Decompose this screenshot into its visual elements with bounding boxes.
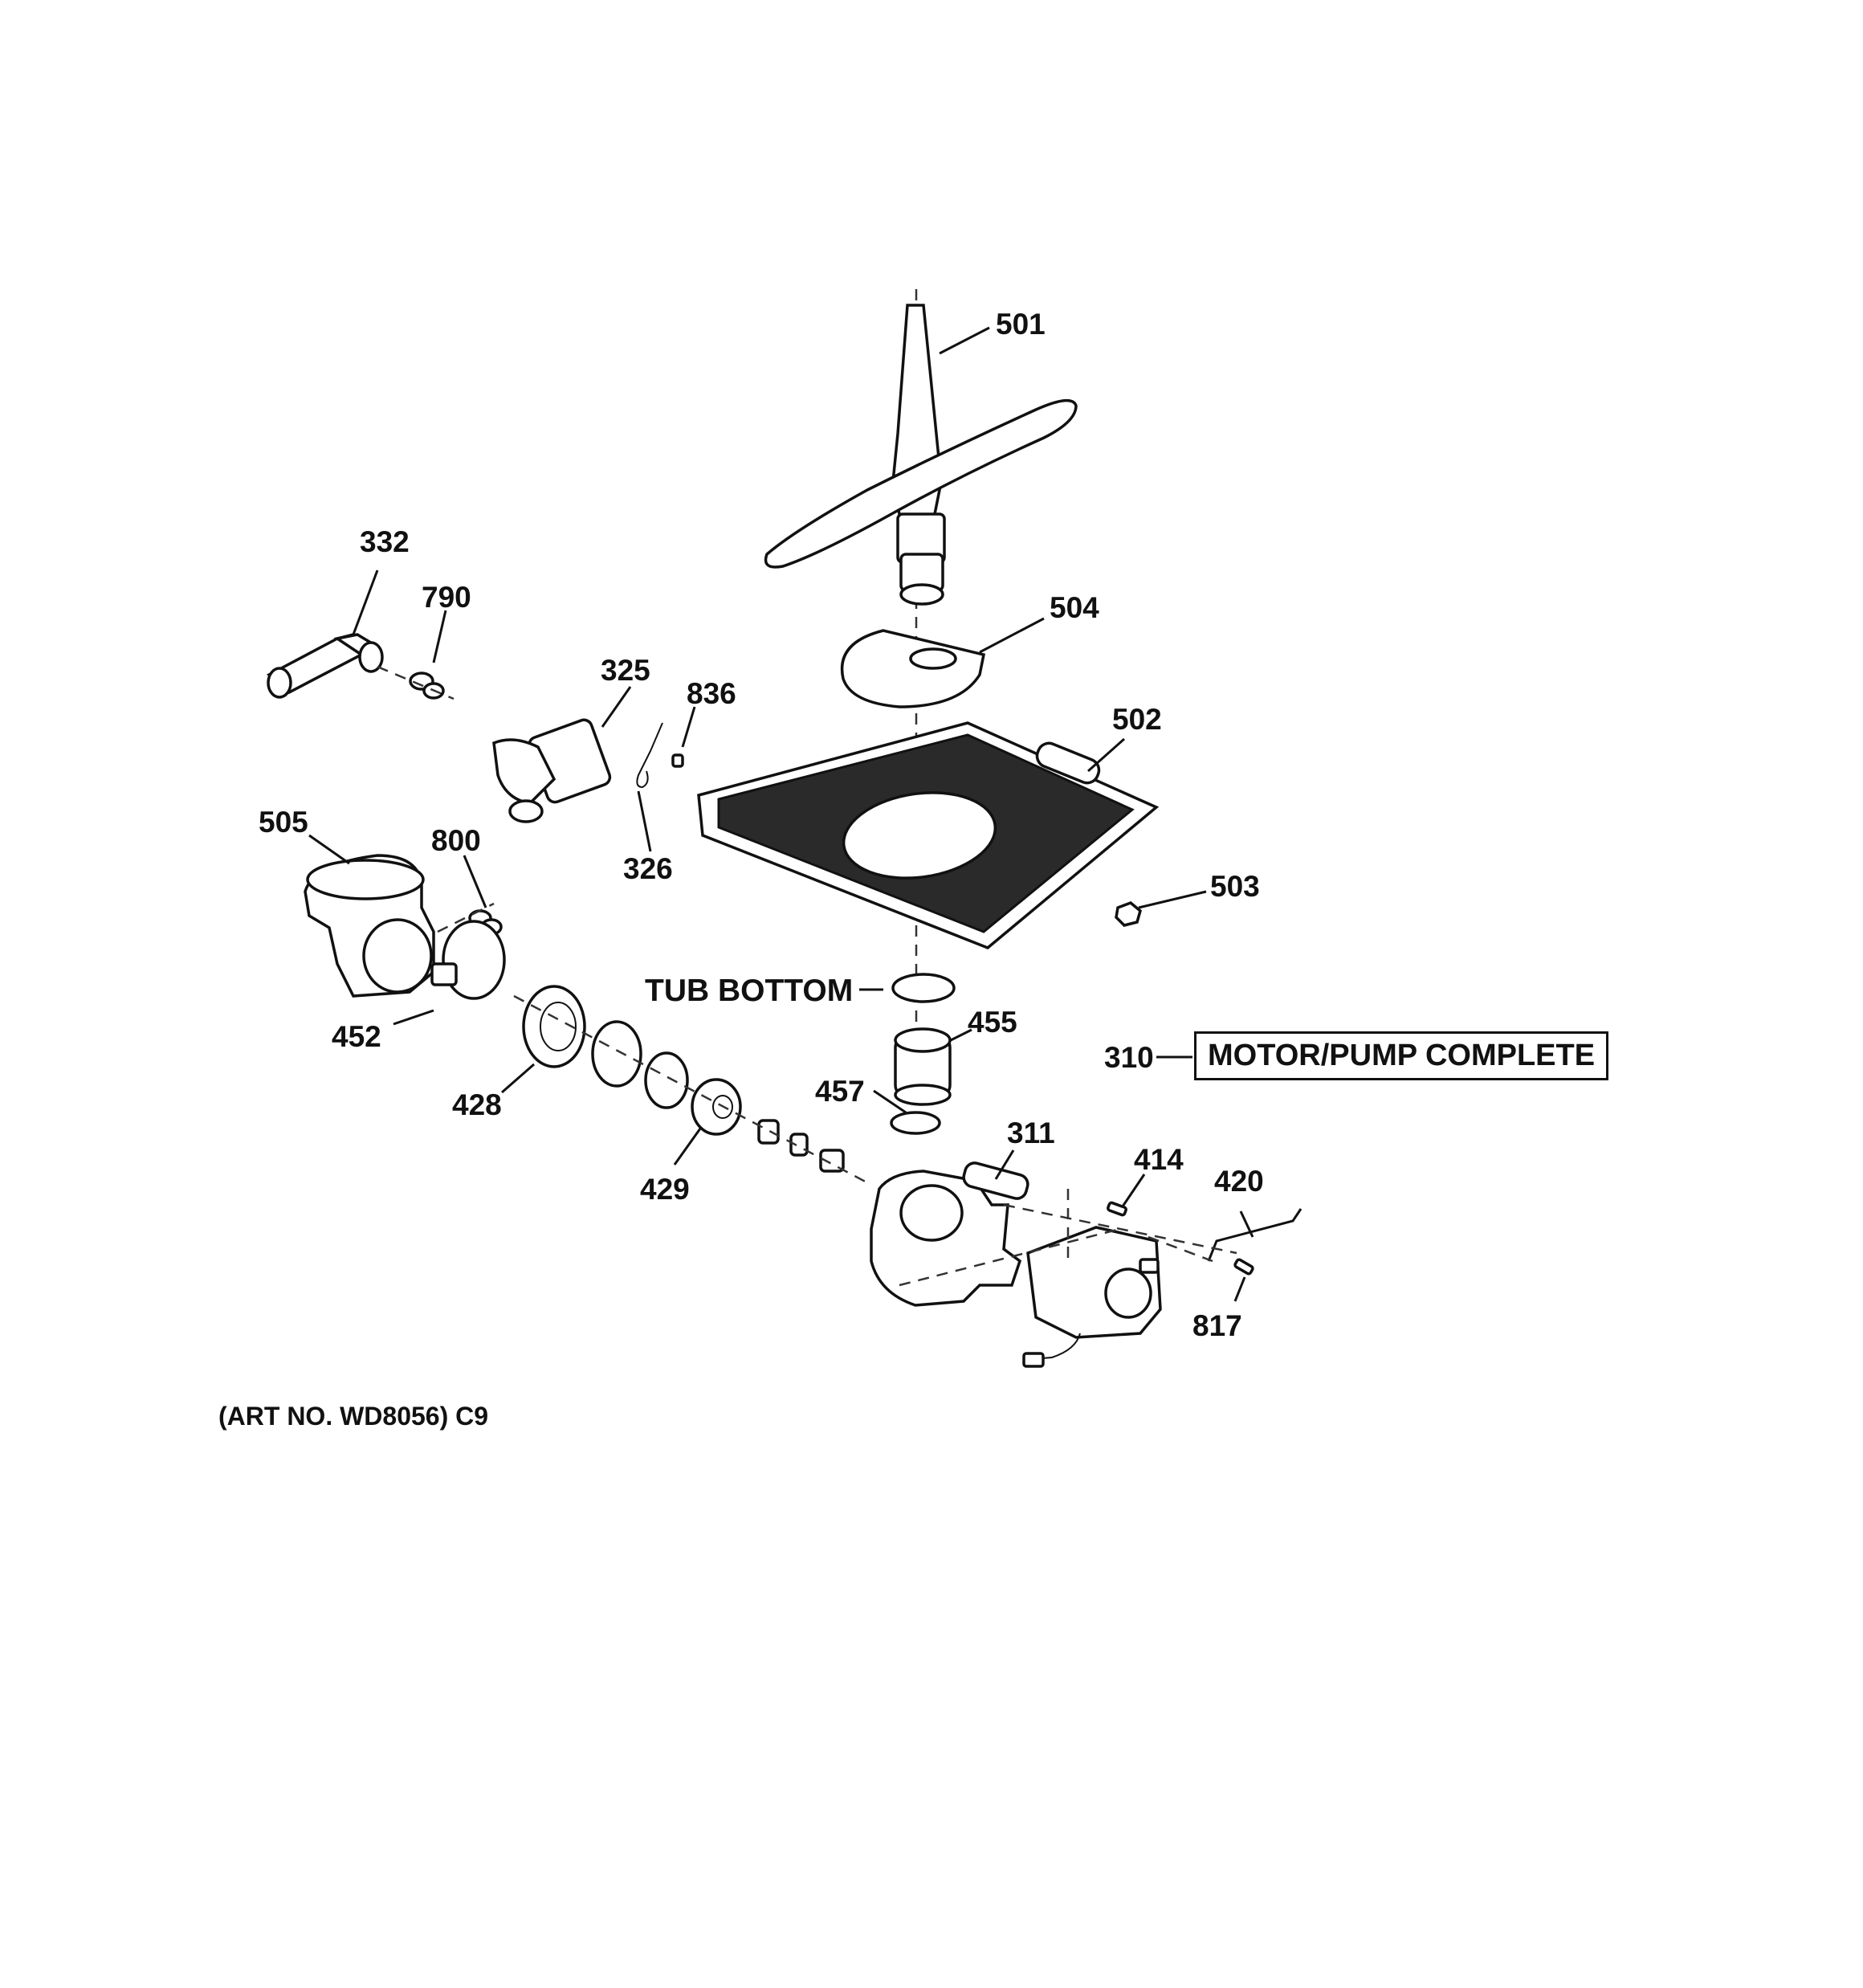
tub-bottom-label: TUB BOTTOM: [645, 974, 854, 1008]
callout-800: 800: [431, 824, 481, 857]
screw-part-836: [671, 753, 684, 768]
spring-part-326: [636, 722, 663, 789]
ring-part-b: [644, 1051, 689, 1109]
callout-790: 790: [422, 581, 471, 614]
fitting-part-c: [819, 1149, 845, 1173]
tub-bottom-ring: [891, 973, 956, 1003]
callout-817: 817: [1192, 1309, 1242, 1342]
callout-311: 311: [1007, 1116, 1055, 1149]
screw-part-817: [1233, 1258, 1254, 1276]
filter-plate-part-502: [697, 721, 1160, 950]
art-number: (ART NO. WD8056) C9: [218, 1402, 489, 1431]
callout-501: 501: [996, 308, 1046, 341]
callout-325: 325: [601, 654, 650, 687]
valve-part-325: [492, 718, 612, 823]
clip-part-790: [409, 672, 445, 700]
fitting-part-b: [789, 1133, 809, 1157]
screw-part-414: [1107, 1201, 1127, 1217]
callout-428: 428: [452, 1088, 502, 1121]
sump-part-505: [304, 854, 435, 998]
nut-part-503: [1115, 901, 1142, 927]
seal-part-455: [894, 1027, 952, 1106]
callout-504: 504: [1050, 591, 1099, 624]
cover-part-504: [840, 629, 986, 708]
callout-452: 452: [332, 1020, 381, 1053]
motor-part: [1022, 1226, 1162, 1368]
callout-503: 503: [1210, 870, 1260, 903]
callout-429: 429: [640, 1173, 690, 1206]
callout-414: 414: [1134, 1143, 1184, 1176]
callout-502: 502: [1112, 703, 1162, 736]
clamp-part-452: [430, 920, 506, 1000]
callout-505: 505: [259, 806, 308, 839]
callout-455: 455: [968, 1006, 1017, 1039]
ring-part-a: [591, 1020, 642, 1088]
callout-332: 332: [360, 525, 410, 558]
callout-310: 310: [1104, 1041, 1154, 1074]
motor-pump-complete-box: MOTOR/PUMP COMPLETE: [1194, 1031, 1609, 1080]
cap-part-429: [691, 1078, 742, 1136]
callout-836: 836: [687, 677, 736, 710]
callout-326: 326: [623, 852, 673, 885]
impeller-part-428: [522, 985, 586, 1068]
callout-457: 457: [815, 1075, 865, 1108]
spray-arm-part-501: [764, 304, 1078, 606]
callout-420: 420: [1214, 1165, 1264, 1198]
fitting-part-a: [757, 1119, 780, 1145]
hose-part-332: [266, 632, 384, 699]
clamp-part-457: [890, 1111, 941, 1135]
bracket-part-420: [1207, 1208, 1302, 1262]
pump-housing-part-311: [870, 1161, 1029, 1307]
